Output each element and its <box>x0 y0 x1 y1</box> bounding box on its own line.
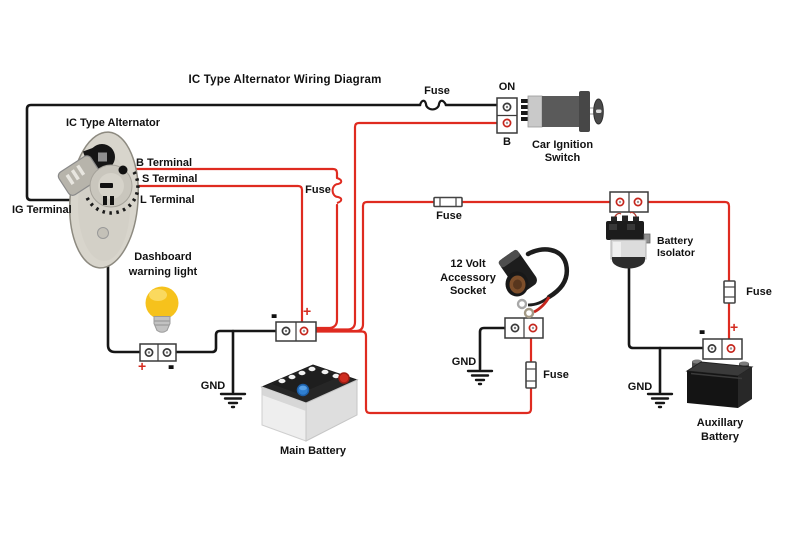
alternator-label: IC Type Alternator <box>65 117 161 129</box>
accessory-socket-label-line2: Accessory <box>440 271 496 284</box>
alternator-b-terminal <box>118 165 128 175</box>
wire-l-to-warning-light <box>106 201 144 354</box>
gnd-label-main: GND <box>200 380 226 392</box>
fuse-label-aux: Fuse <box>746 286 772 298</box>
ignition-on-label: ON <box>498 81 516 93</box>
connector-isolator <box>609 191 649 213</box>
ground-symbol-aux <box>646 392 674 409</box>
accessory-socket-label: 12 Volt Accessory Socket <box>426 258 510 299</box>
aux-battery-label: Auxillary Battery <box>678 416 762 444</box>
wire-isolator-to-aux-neg <box>627 265 706 350</box>
wire-isolator-to-aux-fuse <box>646 200 731 283</box>
wire-b-fuse-to-main-pos <box>305 203 339 330</box>
main-battery-minus-marker: - <box>270 295 278 332</box>
battery-isolator-label-line1: Battery <box>657 235 694 247</box>
warning-light-label: Dashboard warning light <box>113 250 213 279</box>
fuse-cartridge-socket <box>525 361 537 389</box>
ignition-switch-label-line2: Switch <box>544 151 581 164</box>
fuse-label-isolator-feed: Fuse <box>436 210 462 222</box>
main-battery-red-terminal <box>338 372 350 384</box>
connector-main-battery <box>275 321 317 342</box>
wire-warning-light-to-main-battery-neg <box>173 329 279 354</box>
warning-light-label-line2: warning light <box>128 265 198 278</box>
red-wires <box>110 121 731 415</box>
alternator-l-terminal <box>110 196 114 205</box>
ignition-switch-label-line1: Car Ignition <box>531 139 594 151</box>
accessory-socket-label-line3: Socket <box>449 285 487 297</box>
alternator-s-terminal <box>100 183 113 188</box>
fuse-label-ignition: Fuse <box>424 85 450 97</box>
aux-battery-label-line2: Battery <box>701 431 739 443</box>
aux-battery-label-line1: Auxillary <box>696 417 744 429</box>
connector-warning-light <box>139 343 177 362</box>
wire-ignition-b-to-main-pos <box>305 121 499 331</box>
warning-light-bulb <box>145 286 179 333</box>
gnd-label-aux: GND <box>627 381 653 393</box>
wire-isolator-feed-left <box>361 200 436 208</box>
alternator-ig-terminal <box>103 196 107 205</box>
aux-battery-minus-marker: - <box>698 311 706 348</box>
fuse-squiggle-b-wire <box>331 177 343 204</box>
accessory-socket-label-line1: 12 Volt <box>450 258 486 270</box>
wire-main-pos-to-socket <box>304 330 533 415</box>
main-battery-image <box>260 364 359 442</box>
ground-symbol-main <box>219 392 247 409</box>
ignition-switch-image <box>521 91 604 132</box>
accessory-socket-image <box>498 247 570 319</box>
black-wires <box>25 103 706 394</box>
aux-battery-image <box>685 359 754 408</box>
l-terminal-label: L Terminal <box>140 194 195 206</box>
connector-socket <box>504 317 544 339</box>
s-terminal-label: S Terminal <box>142 173 198 185</box>
gnd-label-socket: GND <box>451 356 477 368</box>
wire-b-terminal <box>125 167 339 180</box>
fuse-label-accessory: Fuse <box>543 369 569 381</box>
battery-isolator-image <box>606 211 651 269</box>
ignition-b-label: B <box>503 136 511 148</box>
main-battery-label: Main Battery <box>279 445 347 457</box>
aux-battery-plus-marker: + <box>730 319 739 335</box>
fuse-cartridge-isolator-feed <box>433 196 463 208</box>
warning-light-minus-marker: - <box>167 346 175 383</box>
wire-s-terminal-to-main-pos <box>110 184 304 331</box>
connector-aux-battery <box>702 338 743 360</box>
b-terminal-label: B Terminal <box>136 157 193 169</box>
battery-isolator-label: Battery Isolator <box>657 235 695 259</box>
wire-ig-to-ignition <box>25 103 422 202</box>
fuse-squiggle-ignition <box>418 99 447 111</box>
fuse-cartridge-aux <box>723 280 736 304</box>
connector-ignition <box>496 97 518 134</box>
ignition-switch-label: Car Ignition Switch <box>520 139 605 164</box>
warning-light-label-line1: Dashboard <box>134 251 192 263</box>
fuse-label-b-wire: Fuse <box>305 184 331 196</box>
ground-symbol-socket <box>466 369 494 386</box>
alternator-image <box>57 131 140 269</box>
battery-isolator-label-line2: Isolator <box>657 246 695 259</box>
warning-light-plus-marker: + <box>138 358 147 374</box>
main-battery-plus-marker: + <box>303 303 312 319</box>
diagram-title: IC Type Alternator Wiring Diagram <box>188 74 382 86</box>
wire-socket-neg-to-gnd <box>478 326 508 371</box>
ig-terminal-label: IG Terminal <box>12 204 72 216</box>
